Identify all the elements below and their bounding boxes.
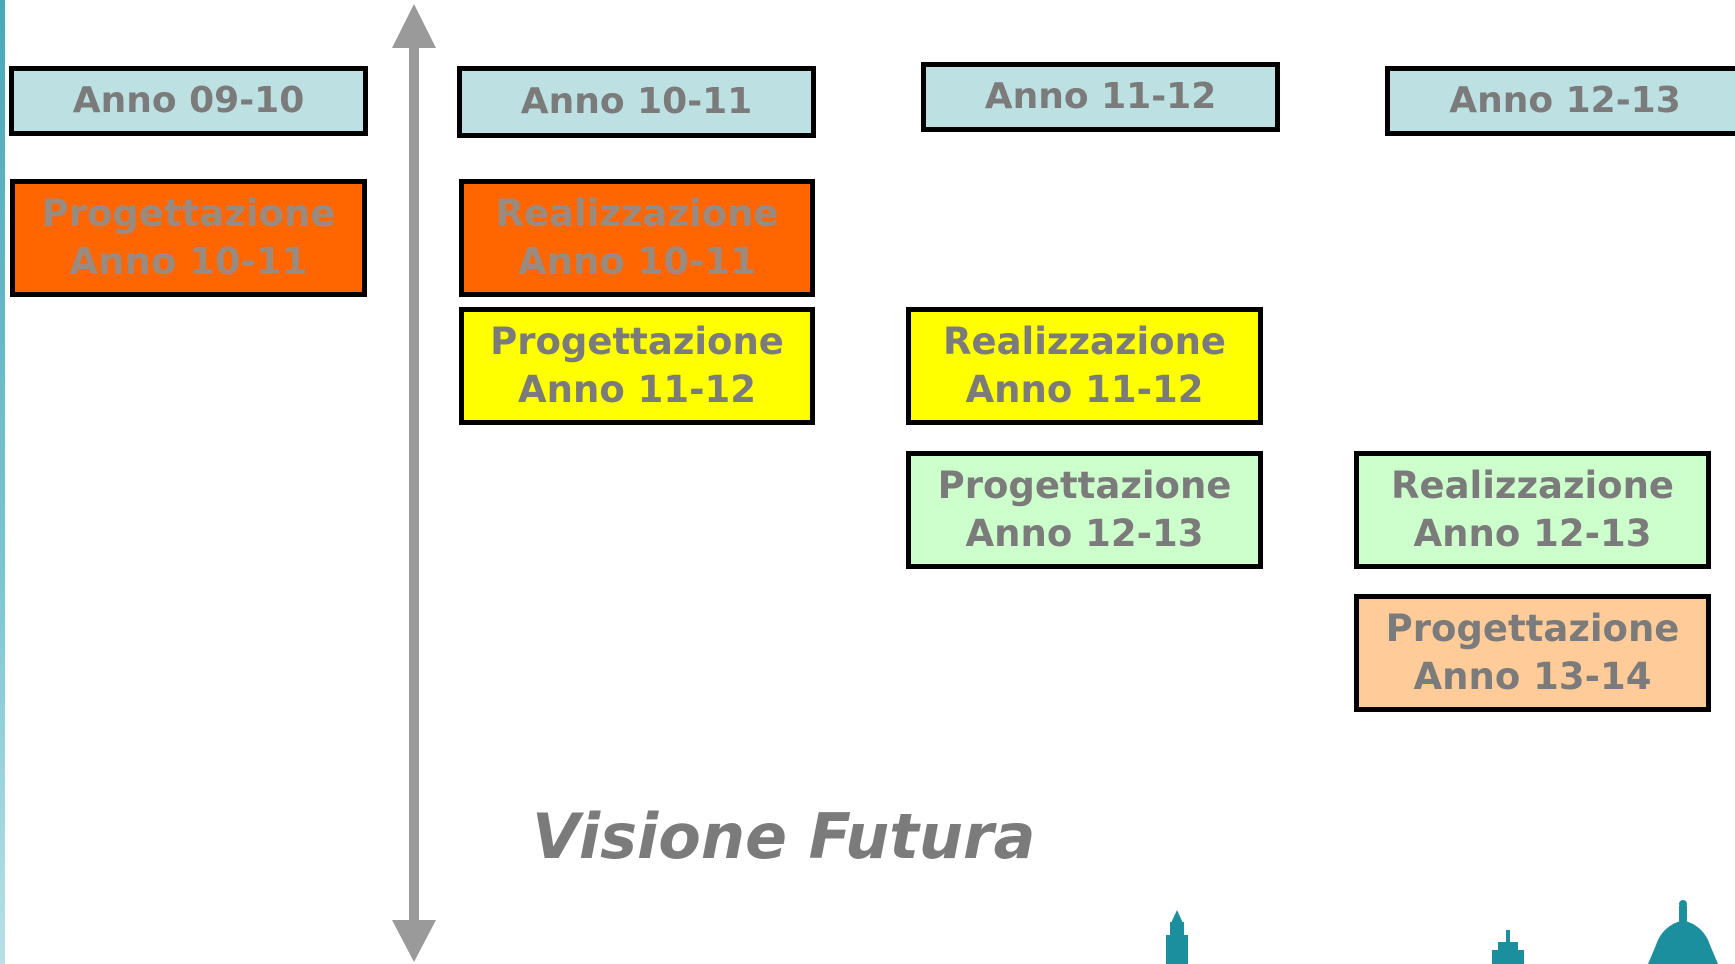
task-year: Anno 11-12 [965, 368, 1204, 411]
task-progettazione-12-13: Progettazione Anno 12-13 [906, 451, 1263, 569]
task-year: Anno 11-12 [518, 368, 756, 411]
footer-title: Visione Futura [532, 800, 1036, 873]
task-phase: Realizzazione [942, 319, 1227, 363]
task-year: Anno 10-11 [518, 240, 756, 283]
year-header-10-11: Anno 10-11 [457, 66, 816, 138]
vertical-double-arrow [392, 4, 436, 962]
task-year: Anno 10-11 [69, 240, 308, 283]
task-phase: Progettazione [937, 463, 1232, 507]
task-progettazione-10-11: Progettazione Anno 10-11 [10, 179, 367, 297]
year-header-label: Anno 10-11 [520, 80, 753, 122]
task-progettazione-13-14: Progettazione Anno 13-14 [1354, 594, 1711, 712]
task-phase: Progettazione [41, 191, 336, 235]
task-year: Anno 12-13 [1413, 512, 1652, 555]
year-header-label: Anno 11-12 [984, 75, 1217, 117]
left-accent-strip [0, 0, 5, 964]
task-realizzazione-11-12: Realizzazione Anno 11-12 [906, 307, 1263, 425]
year-header-label: Anno 12-13 [1449, 79, 1681, 121]
year-header-11-12: Anno 11-12 [921, 62, 1280, 132]
city-skyline-icon [1166, 900, 1718, 964]
task-progettazione-11-12: Progettazione Anno 11-12 [459, 307, 815, 425]
year-header-label: Anno 09-10 [72, 79, 305, 121]
year-header-12-13: Anno 12-13 [1385, 66, 1735, 136]
task-year: Anno 13-14 [1413, 655, 1652, 698]
task-year: Anno 12-13 [965, 512, 1204, 555]
task-realizzazione-10-11: Realizzazione Anno 10-11 [459, 179, 815, 297]
task-realizzazione-12-13: Realizzazione Anno 12-13 [1354, 451, 1711, 569]
year-header-09-10: Anno 09-10 [9, 66, 368, 136]
task-phase: Progettazione [1385, 606, 1680, 650]
task-phase: Realizzazione [495, 191, 779, 235]
task-phase: Progettazione [490, 319, 784, 363]
task-phase: Realizzazione [1390, 463, 1675, 507]
